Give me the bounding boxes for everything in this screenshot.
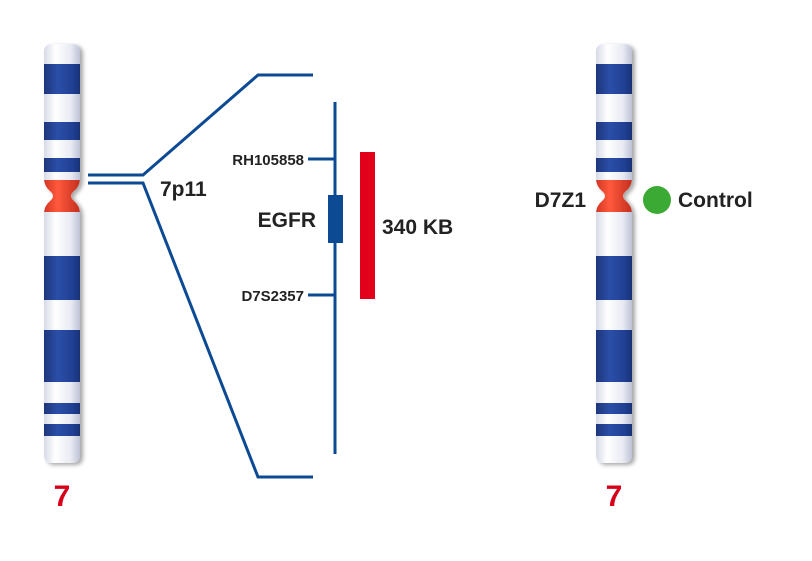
probe-size-label: 340 KB [382, 216, 453, 239]
marker-bottom-label: D7S2357 [241, 288, 304, 305]
right-chromosome-number: 7 [606, 480, 623, 513]
region-label: 7p11 [160, 178, 207, 201]
control-label: Control [678, 189, 753, 212]
band [592, 158, 636, 172]
band [40, 424, 84, 436]
gene-label: EGFR [258, 209, 316, 232]
band [40, 330, 84, 382]
zoom-lines [88, 75, 313, 477]
band [40, 158, 84, 172]
band [592, 64, 636, 94]
left-chromosome [40, 40, 84, 470]
band [592, 403, 636, 414]
marker-top-label: RH105858 [232, 152, 304, 169]
band [592, 122, 636, 140]
band [40, 122, 84, 140]
probe-bar [360, 152, 375, 299]
control-signal-dot [643, 186, 671, 214]
centromere-probe-label: D7Z1 [535, 189, 587, 212]
band [40, 403, 84, 414]
band [40, 64, 84, 94]
right-chromosome [592, 40, 636, 470]
band [592, 256, 636, 300]
band [40, 256, 84, 300]
left-chromosome-number: 7 [54, 480, 71, 513]
egfr-gene-box [328, 195, 343, 243]
band [592, 330, 636, 382]
probe-map [308, 102, 375, 454]
centromere [592, 180, 636, 212]
band [592, 424, 636, 436]
centromere [40, 180, 84, 212]
